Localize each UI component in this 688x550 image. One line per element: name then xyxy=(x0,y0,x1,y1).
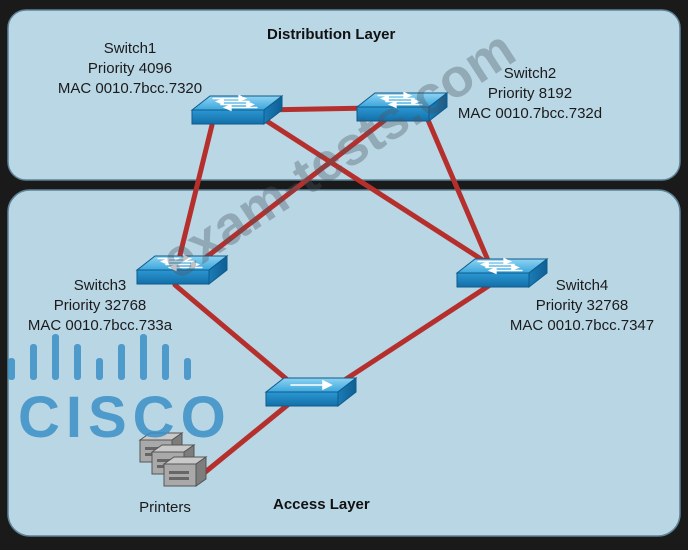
distribution-layer-panel xyxy=(7,9,681,181)
printers-label: Printers xyxy=(139,499,191,516)
link-switch4-access-switch xyxy=(337,282,493,386)
switch1-mac: MAC 0010.7bcc.7320 xyxy=(57,80,203,97)
switch4-priority: Priority 32768 xyxy=(535,297,629,314)
link-access-switch-printers xyxy=(195,400,293,481)
link-switch2-switch4 xyxy=(425,117,493,268)
link-switch1-switch3 xyxy=(177,122,215,258)
switch2-name: Switch2 xyxy=(503,65,557,82)
switch2-priority: Priority 8192 xyxy=(487,85,573,102)
switch1-label: Switch1 Priority 4096 MAC 0010.7bcc.7320 xyxy=(40,39,220,99)
switch1-icon xyxy=(190,94,284,126)
cisco-watermark-logo xyxy=(8,334,191,380)
switch1-name: Switch1 xyxy=(103,40,157,57)
printers-icon xyxy=(138,432,208,487)
switch4-mac: MAC 0010.7bcc.7347 xyxy=(509,317,655,334)
switch2-label: Switch2 Priority 8192 MAC 0010.7bcc.732d xyxy=(440,64,620,124)
switch2-icon xyxy=(355,91,449,123)
switch3-name: Switch3 xyxy=(73,277,127,294)
switch2-mac: MAC 0010.7bcc.732d xyxy=(457,105,603,122)
link-switch3-access-switch xyxy=(172,282,293,385)
link-switch1-switch4 xyxy=(259,115,498,271)
switch3-priority: Priority 32768 xyxy=(53,297,147,314)
switch4-label: Switch4 Priority 32768 MAC 0010.7bcc.734… xyxy=(492,276,672,336)
access-layer-title: Access Layer xyxy=(273,496,370,513)
access-switch-icon xyxy=(264,376,358,408)
switch1-priority: Priority 4096 xyxy=(87,60,173,77)
switch3-mac: MAC 0010.7bcc.733a xyxy=(27,317,173,334)
switch4-name: Switch4 xyxy=(555,277,609,294)
link-switch2-switch3 xyxy=(197,117,388,265)
printer-icon xyxy=(162,456,208,487)
switch3-icon xyxy=(135,254,229,286)
cisco-watermark-text: CISCO xyxy=(18,385,232,450)
switch4-icon xyxy=(455,257,549,289)
links xyxy=(172,105,498,481)
switch3-label: Switch3 Priority 32768 MAC 0010.7bcc.733… xyxy=(12,276,188,336)
distribution-layer-title: Distribution Layer xyxy=(267,26,396,43)
